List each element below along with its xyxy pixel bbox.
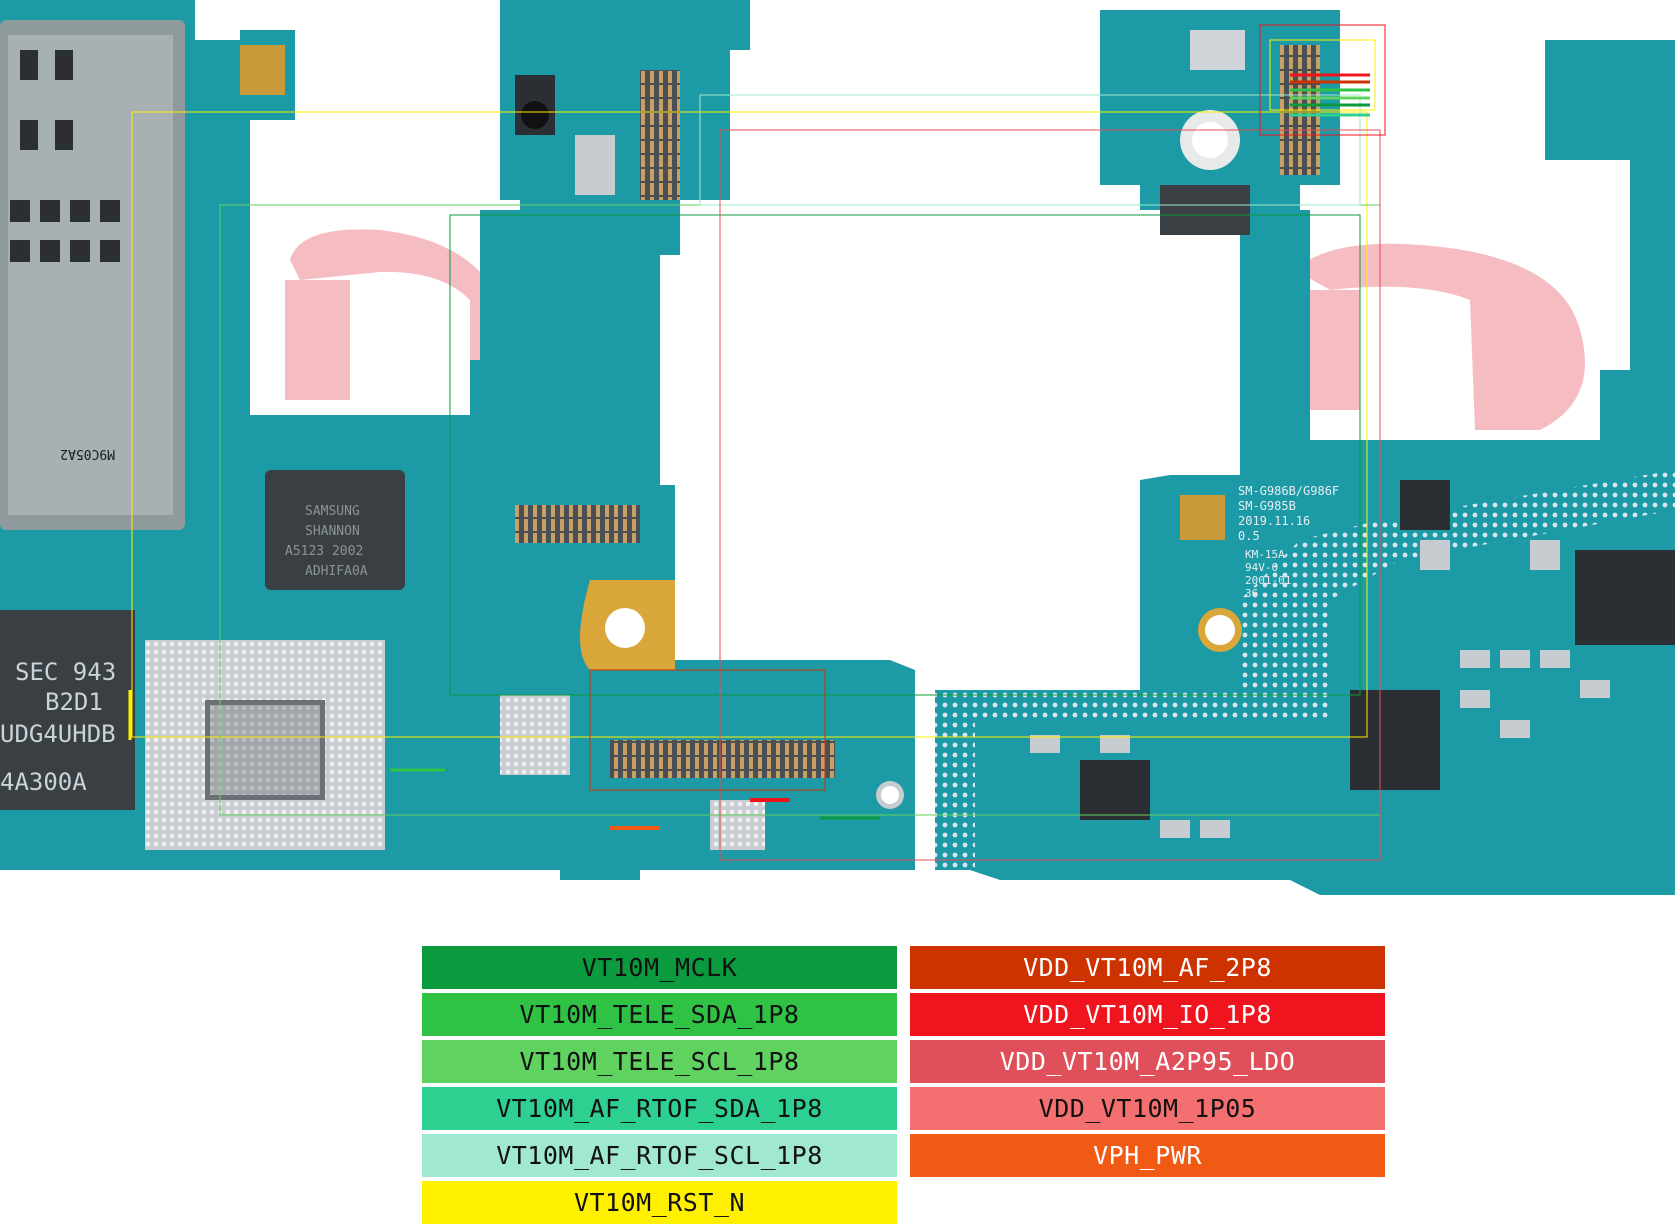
legend-label: VDD_VT10M_1P05 [1038, 1094, 1257, 1123]
legend-vt10m-tele-sda: VT10M_TELE_SDA_1P8 [422, 993, 897, 1036]
legend-vt10m-mclk: VT10M_MCLK [422, 946, 897, 989]
legend-vdd-vt10m-af-2p8: VDD_VT10M_AF_2P8 [910, 946, 1385, 989]
legend-label: VT10M_TELE_SDA_1P8 [519, 1000, 800, 1029]
legend-label: VDD_VT10M_AF_2P8 [1023, 953, 1272, 982]
board-id-line-1: SM-G986B/G986F [1238, 484, 1339, 498]
legend-label: VT10M_RST_N [573, 1188, 746, 1217]
legend-label: VDD_VT10M_IO_1P8 [1023, 1000, 1272, 1029]
legend-vdd-vt10m-a2p95-ldo: VDD_VT10M_A2P95_LDO [910, 1040, 1385, 1083]
legend-label: VT10M_TELE_SCL_1P8 [519, 1047, 800, 1076]
mfg-line-1: KM-15A [1245, 548, 1285, 561]
modem-line-2: SHANNON [305, 524, 360, 539]
legend-vph-pwr: VPH_PWR [910, 1134, 1385, 1177]
pcb-board-drawing: M9C05A2 SEC 943 B2D1 UDG4UHDB 4A300A SAM… [0, 0, 1675, 895]
modem-line-1: SAMSUNG [305, 504, 360, 519]
legend-label: VT10M_AF_RTOF_SCL_1P8 [496, 1141, 823, 1170]
legend-label: VT10M_MCLK [581, 953, 738, 982]
mfg-line-2: 94V-0 [1245, 561, 1278, 574]
legend-vt10m-tele-scl: VT10M_TELE_SCL_1P8 [422, 1040, 897, 1083]
pcb-left-board: M9C05A2 SEC 943 B2D1 UDG4UHDB 4A300A SAM… [0, 0, 915, 880]
legend-vdd-vt10m-1p05: VDD_VT10M_1P05 [910, 1087, 1385, 1130]
sim-tray-label: M9C05A2 [60, 446, 115, 461]
legend-right-column: VDD_VT10M_AF_2P8 VDD_VT10M_IO_1P8 VDD_VT… [910, 946, 1385, 1181]
memory-chip-line-4: 4A300A [0, 768, 87, 796]
mfg-line-4: 36 [1245, 587, 1258, 600]
board-id-line-3: 2019.11.16 [1238, 514, 1310, 528]
memory-chip-line-2: B2D1 [45, 688, 103, 716]
legend-label: VPH_PWR [1093, 1141, 1202, 1170]
legend-label: VT10M_AF_RTOF_SDA_1P8 [496, 1094, 823, 1123]
legend-vt10m-rst-n: VT10M_RST_N [422, 1181, 897, 1224]
pcb-right-board: SM-G986B/G986F SM-G985B 2019.11.16 0.5 K… [935, 10, 1675, 895]
legend-vt10m-af-rtof-sda: VT10M_AF_RTOF_SDA_1P8 [422, 1087, 897, 1130]
memory-chip-line-3: UDG4UHDB [0, 720, 116, 748]
legend-left-column: VT10M_MCLK VT10M_TELE_SDA_1P8 VT10M_TELE… [422, 946, 897, 1228]
pcb-board-view: M9C05A2 SEC 943 B2D1 UDG4UHDB 4A300A SAM… [0, 0, 1675, 895]
board-id-line-4: 0.5 [1238, 529, 1260, 543]
board-id-line-2: SM-G985B [1238, 499, 1296, 513]
mfg-line-3: 2001-01 [1245, 574, 1291, 587]
legend-label: VDD_VT10M_A2P95_LDO [999, 1047, 1296, 1076]
legend-vt10m-af-rtof-scl: VT10M_AF_RTOF_SCL_1P8 [422, 1134, 897, 1177]
memory-chip-line-1: SEC 943 [15, 658, 116, 686]
modem-line-4: ADHIFA0A [305, 564, 368, 579]
legend-vdd-vt10m-io-1p8: VDD_VT10M_IO_1P8 [910, 993, 1385, 1036]
modem-line-3: A5123 2002 [285, 544, 363, 559]
signal-trace-overlay [128, 24, 1386, 861]
